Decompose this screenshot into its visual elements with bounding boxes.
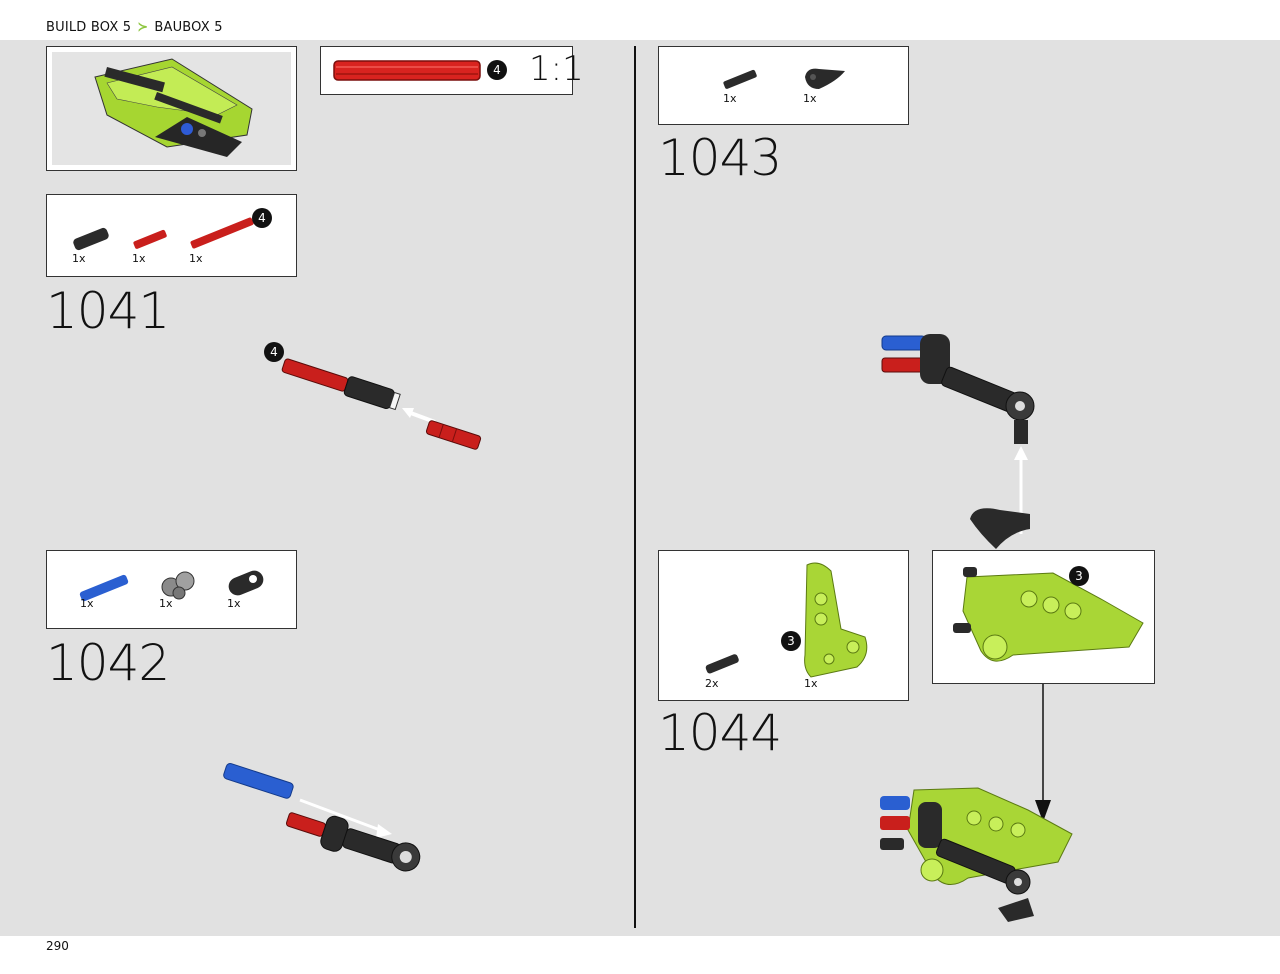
- subassembly-callout-box: 3: [932, 550, 1155, 684]
- model-overview-image: [94, 58, 253, 157]
- assembly-length-badge: 4: [264, 342, 284, 362]
- part-qty: 2x: [705, 677, 719, 690]
- column-divider: [634, 46, 636, 928]
- step-number-1041: 1041: [46, 282, 170, 340]
- step-1043-assembly: [881, 334, 1035, 549]
- length-badge: 4: [487, 60, 507, 80]
- parts-box-1043: 1x 1x: [658, 46, 909, 125]
- callout-arrow-icon: [1035, 684, 1051, 822]
- page-number: 290: [46, 939, 69, 953]
- part-qty: 1x: [189, 252, 203, 265]
- red-axle-4-reference-icon: [333, 60, 481, 81]
- black-beam-icon: [228, 570, 264, 596]
- step-1044-assembly: [880, 787, 1073, 922]
- breadcrumb-arrow-icon: ≻: [137, 20, 149, 35]
- model-overview-box: [46, 46, 297, 171]
- breadcrumb-en: BUILD BOX 5: [46, 20, 132, 35]
- red-axle-4-icon: [190, 217, 254, 249]
- parts-box-1044: 2x 3 1x: [658, 550, 909, 701]
- part-qty: 1x: [132, 252, 146, 265]
- subassembly-badge: 3: [1069, 566, 1089, 586]
- black-axle-pin-icon: [723, 69, 757, 89]
- length-reference-box: 4 1:1: [320, 46, 584, 95]
- page-header: BUILD BOX 5 ≻ BAUBOX 5: [0, 0, 1280, 40]
- blue-axle-pin-icon: [79, 574, 129, 602]
- black-connector-pin-icon: [73, 227, 109, 251]
- part-qty: 1x: [72, 252, 86, 265]
- instruction-page: 4 1:1 1x 1x 4 1x 1041 4: [0, 40, 1280, 936]
- part-length-badge: 3: [781, 631, 801, 651]
- step-1041-assembly: [281, 358, 482, 450]
- part-qty: 1x: [723, 92, 737, 105]
- parts-box-1042: 1x 1x 1x: [46, 550, 297, 629]
- lime-subassembly-image: [953, 567, 1144, 662]
- axle-connector-icon: [161, 571, 195, 600]
- scale-label: 1:1: [529, 49, 584, 89]
- black-wedge-icon: [805, 68, 845, 89]
- black-friction-pin-icon: [705, 654, 739, 674]
- part-qty: 1x: [803, 92, 817, 105]
- page-footer: 290: [0, 936, 1280, 974]
- part-qty: 1x: [227, 597, 241, 610]
- part-qty: 1x: [159, 597, 173, 610]
- step-number-1042: 1042: [46, 634, 170, 692]
- part-qty: 1x: [804, 677, 818, 690]
- step-number-1043: 1043: [658, 129, 782, 187]
- step-1042-assembly: [223, 763, 421, 872]
- parts-box-1041: 1x 1x 4 1x: [46, 194, 297, 277]
- lime-panel-icon: [804, 562, 868, 678]
- red-axle-short-icon: [133, 229, 167, 249]
- breadcrumb-de: BAUBOX 5: [154, 20, 223, 35]
- step-number-1044: 1044: [658, 704, 782, 762]
- part-length-badge: 4: [252, 208, 272, 228]
- part-qty: 1x: [80, 597, 94, 610]
- breadcrumb: BUILD BOX 5 ≻ BAUBOX 5: [46, 20, 223, 35]
